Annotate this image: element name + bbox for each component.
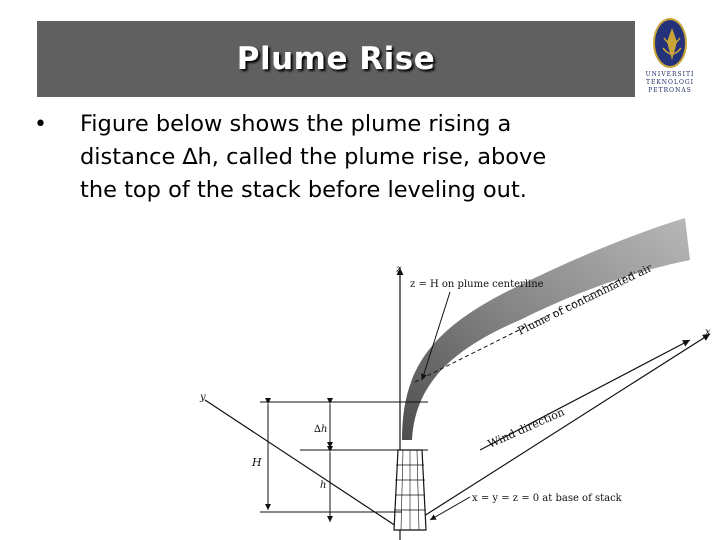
logo-text-line1: UNIVERSITI bbox=[645, 71, 695, 78]
slide-title: Plume Rise bbox=[236, 41, 436, 77]
h-label: h bbox=[320, 480, 326, 491]
x-axis-label: x bbox=[705, 327, 711, 338]
logo-emblem-icon bbox=[653, 18, 687, 68]
origin-label: x = y = z = 0 at base of stack bbox=[472, 493, 623, 504]
title-bar: Plume Rise bbox=[37, 21, 635, 97]
centerline-label: z = H on plume centerline bbox=[410, 279, 544, 290]
logo-text-line3: PETRONAS bbox=[648, 87, 692, 94]
delta-h-label: ∆h bbox=[314, 424, 327, 435]
centerline-dashed bbox=[414, 271, 636, 383]
x-axis-line bbox=[401, 333, 711, 531]
plume-body bbox=[402, 218, 690, 440]
centerline-pointer bbox=[420, 291, 451, 381]
bullet-text: Figure below shows the plume rising a di… bbox=[80, 111, 547, 203]
bullet-dot-icon: • bbox=[34, 112, 47, 137]
z-axis-label: z bbox=[395, 264, 402, 275]
wind-direction-label: Wind direction bbox=[486, 405, 567, 450]
logo-text-line2: TEKNOLOGI bbox=[645, 79, 695, 86]
plume-rise-figure: z x y Wind direction Plume of contaminat… bbox=[199, 218, 711, 540]
y-axis-line bbox=[204, 399, 403, 531]
university-logo: UNIVERSITI TEKNOLOGI PETRONAS bbox=[644, 18, 696, 98]
H-label: H bbox=[251, 456, 262, 469]
y-axis-label: y bbox=[199, 392, 206, 403]
wind-arrow bbox=[479, 339, 691, 451]
origin-pointer bbox=[429, 496, 471, 521]
